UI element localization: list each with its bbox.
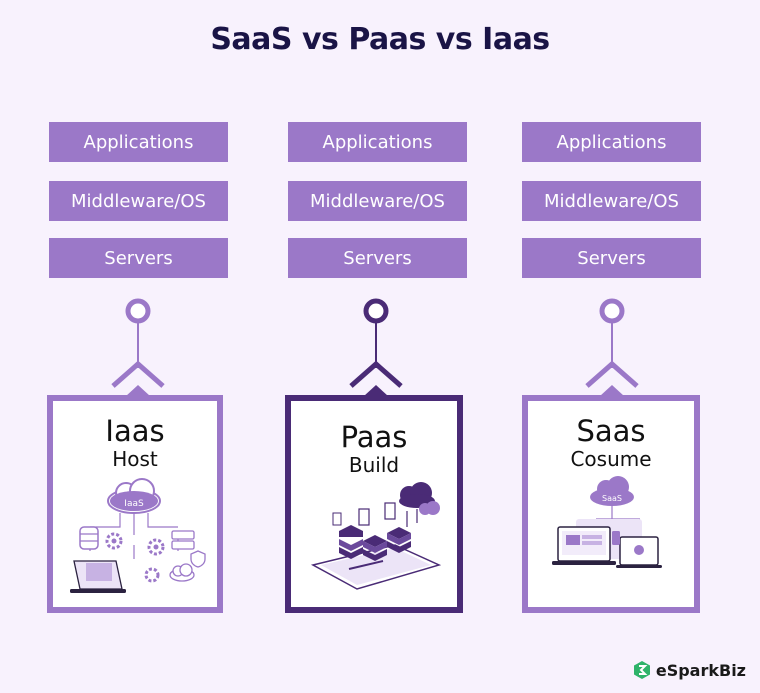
saas-cloud-label: SaaS bbox=[602, 494, 622, 503]
page-title: SaaS vs Paas vs Iaas bbox=[210, 22, 550, 57]
paas-card-role: Build bbox=[348, 453, 400, 477]
brand-name: eSparkBiz bbox=[655, 660, 746, 680]
iaas-cloud-label: IaaS bbox=[124, 499, 144, 509]
brand-logo: eSparkBiz bbox=[632, 660, 746, 680]
iaas-layer-servers: Servers bbox=[49, 238, 228, 278]
paas-hanger-connector bbox=[349, 298, 403, 396]
cloud-icon bbox=[590, 476, 634, 506]
paas-layer-servers: Servers bbox=[288, 238, 467, 278]
saas-layer-middleware: Middleware/OS bbox=[522, 181, 701, 221]
paas-card-name: Paas bbox=[340, 420, 408, 454]
cloud-icon bbox=[399, 482, 440, 515]
paas-layer-middleware: Middleware/OS bbox=[288, 181, 467, 221]
paas-platform-illustration-icon bbox=[310, 482, 442, 590]
iaas-layer-middleware: Middleware/OS bbox=[49, 181, 228, 221]
iaas-layer-applications: Applications bbox=[49, 122, 228, 162]
paas-card: Paas Build bbox=[285, 395, 463, 613]
esparkbiz-logo-icon bbox=[633, 661, 650, 679]
iaas-infrastructure-illustration-icon: IaaS bbox=[70, 478, 206, 593]
saas-layer-servers: Servers bbox=[522, 238, 701, 278]
iaas-hanger-connector bbox=[111, 298, 165, 396]
saas-hanger-connector bbox=[585, 298, 639, 396]
saas-software-illustration-icon: SaaS bbox=[552, 476, 662, 568]
iaas-card-name: Iaas bbox=[105, 414, 165, 448]
paas-layer-applications: Applications bbox=[288, 122, 467, 162]
saas-card-name: Saas bbox=[576, 414, 646, 448]
saas-layer-applications: Applications bbox=[522, 122, 701, 162]
iaas-card-role: Host bbox=[112, 447, 158, 471]
iaas-card: Iaas Host IaaS bbox=[47, 395, 223, 613]
cloud-icon bbox=[107, 478, 161, 514]
saas-card-role: Cosume bbox=[570, 447, 652, 471]
saas-card: Saas Cosume SaaS bbox=[522, 395, 700, 613]
